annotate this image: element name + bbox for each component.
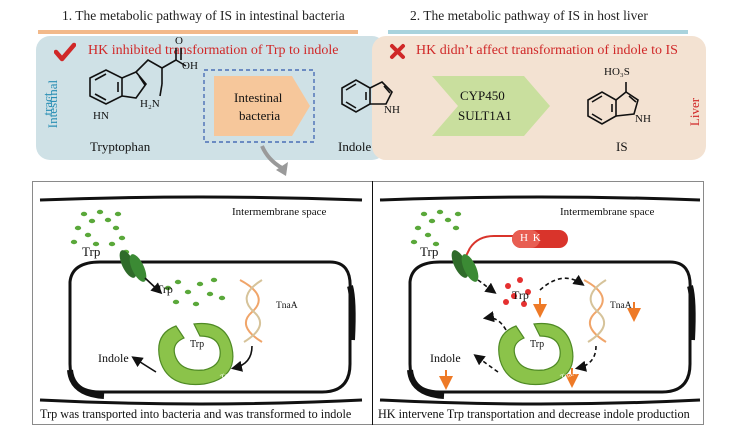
label-is: IS xyxy=(616,139,628,154)
right-caption: HK intervene Trp transportation and decr… xyxy=(378,407,690,421)
statement-hk-no-effect: HK didn’t affect transformation of indol… xyxy=(416,43,678,58)
right-trp-inside: Trp xyxy=(512,288,529,302)
right-intermembrane-label: Intermembrane space xyxy=(560,206,655,218)
label-tryptophan: Tryptophan xyxy=(90,139,151,154)
left-trp-enzyme: Trp xyxy=(190,339,205,350)
atom-hn: HN xyxy=(93,110,109,122)
left-trp-outside: Trp xyxy=(82,244,101,259)
curved-arrow xyxy=(260,145,284,170)
check-icon xyxy=(54,42,76,62)
bacteria-label-2: bacteria xyxy=(239,108,281,123)
bottom-frame xyxy=(32,181,704,425)
enzyme-arrow xyxy=(432,76,550,136)
bottom-divider xyxy=(372,181,373,425)
left-trp-inside: Trp xyxy=(156,282,173,296)
right-indole-label: Indole xyxy=(430,351,461,365)
bacteria-arrow xyxy=(214,76,310,136)
bacteria-label-1: Intestinal xyxy=(234,90,283,105)
right-hk-label: H K xyxy=(520,232,542,244)
left-indole-label: Indole xyxy=(98,351,129,365)
tryptophan-structure xyxy=(89,48,187,105)
right-trp-enzyme: Trp xyxy=(530,339,545,350)
atom-oh: OH xyxy=(182,60,198,72)
indole-structure xyxy=(341,79,393,113)
enzyme-label-1: CYP450 xyxy=(460,88,505,103)
right-enzyme xyxy=(498,322,574,386)
right-trp-outside: Trp xyxy=(420,244,439,259)
label-indole: Indole xyxy=(338,139,372,154)
left-enzyme xyxy=(158,322,234,386)
right-tnaa-gene: TnaA xyxy=(610,301,632,311)
is-structure xyxy=(587,82,639,125)
atom-nh-is: NH xyxy=(635,113,651,125)
underline-orange xyxy=(38,30,358,34)
top-pathway-drawing xyxy=(89,48,639,176)
cross-icon xyxy=(390,44,405,59)
underline-blue xyxy=(388,30,688,34)
statement-hk-inhibited: HK inhibited transformation of Trp to in… xyxy=(88,43,339,58)
atom-nh-indole: NH xyxy=(384,104,400,116)
left-caption: Trp was transported into bacteria and wa… xyxy=(40,407,352,421)
atom-ho3s: HO₃S xyxy=(604,66,630,78)
enzyme-label-2: SULT1A1 xyxy=(458,108,512,123)
left-tnaa-gene: TnaA xyxy=(276,301,298,311)
left-panel-drawing xyxy=(39,195,363,406)
heading-intestinal-pathway: 1. The metabolic pathway of IS in intest… xyxy=(62,8,345,23)
atom-o: O xyxy=(175,35,183,47)
left-intermembrane-label: Intermembrane space xyxy=(232,206,327,218)
atom-h2n: H₂N xyxy=(140,98,160,110)
heading-liver-pathway: 2. The metabolic pathway of IS in host l… xyxy=(410,8,648,23)
right-panel-drawing xyxy=(379,195,701,406)
